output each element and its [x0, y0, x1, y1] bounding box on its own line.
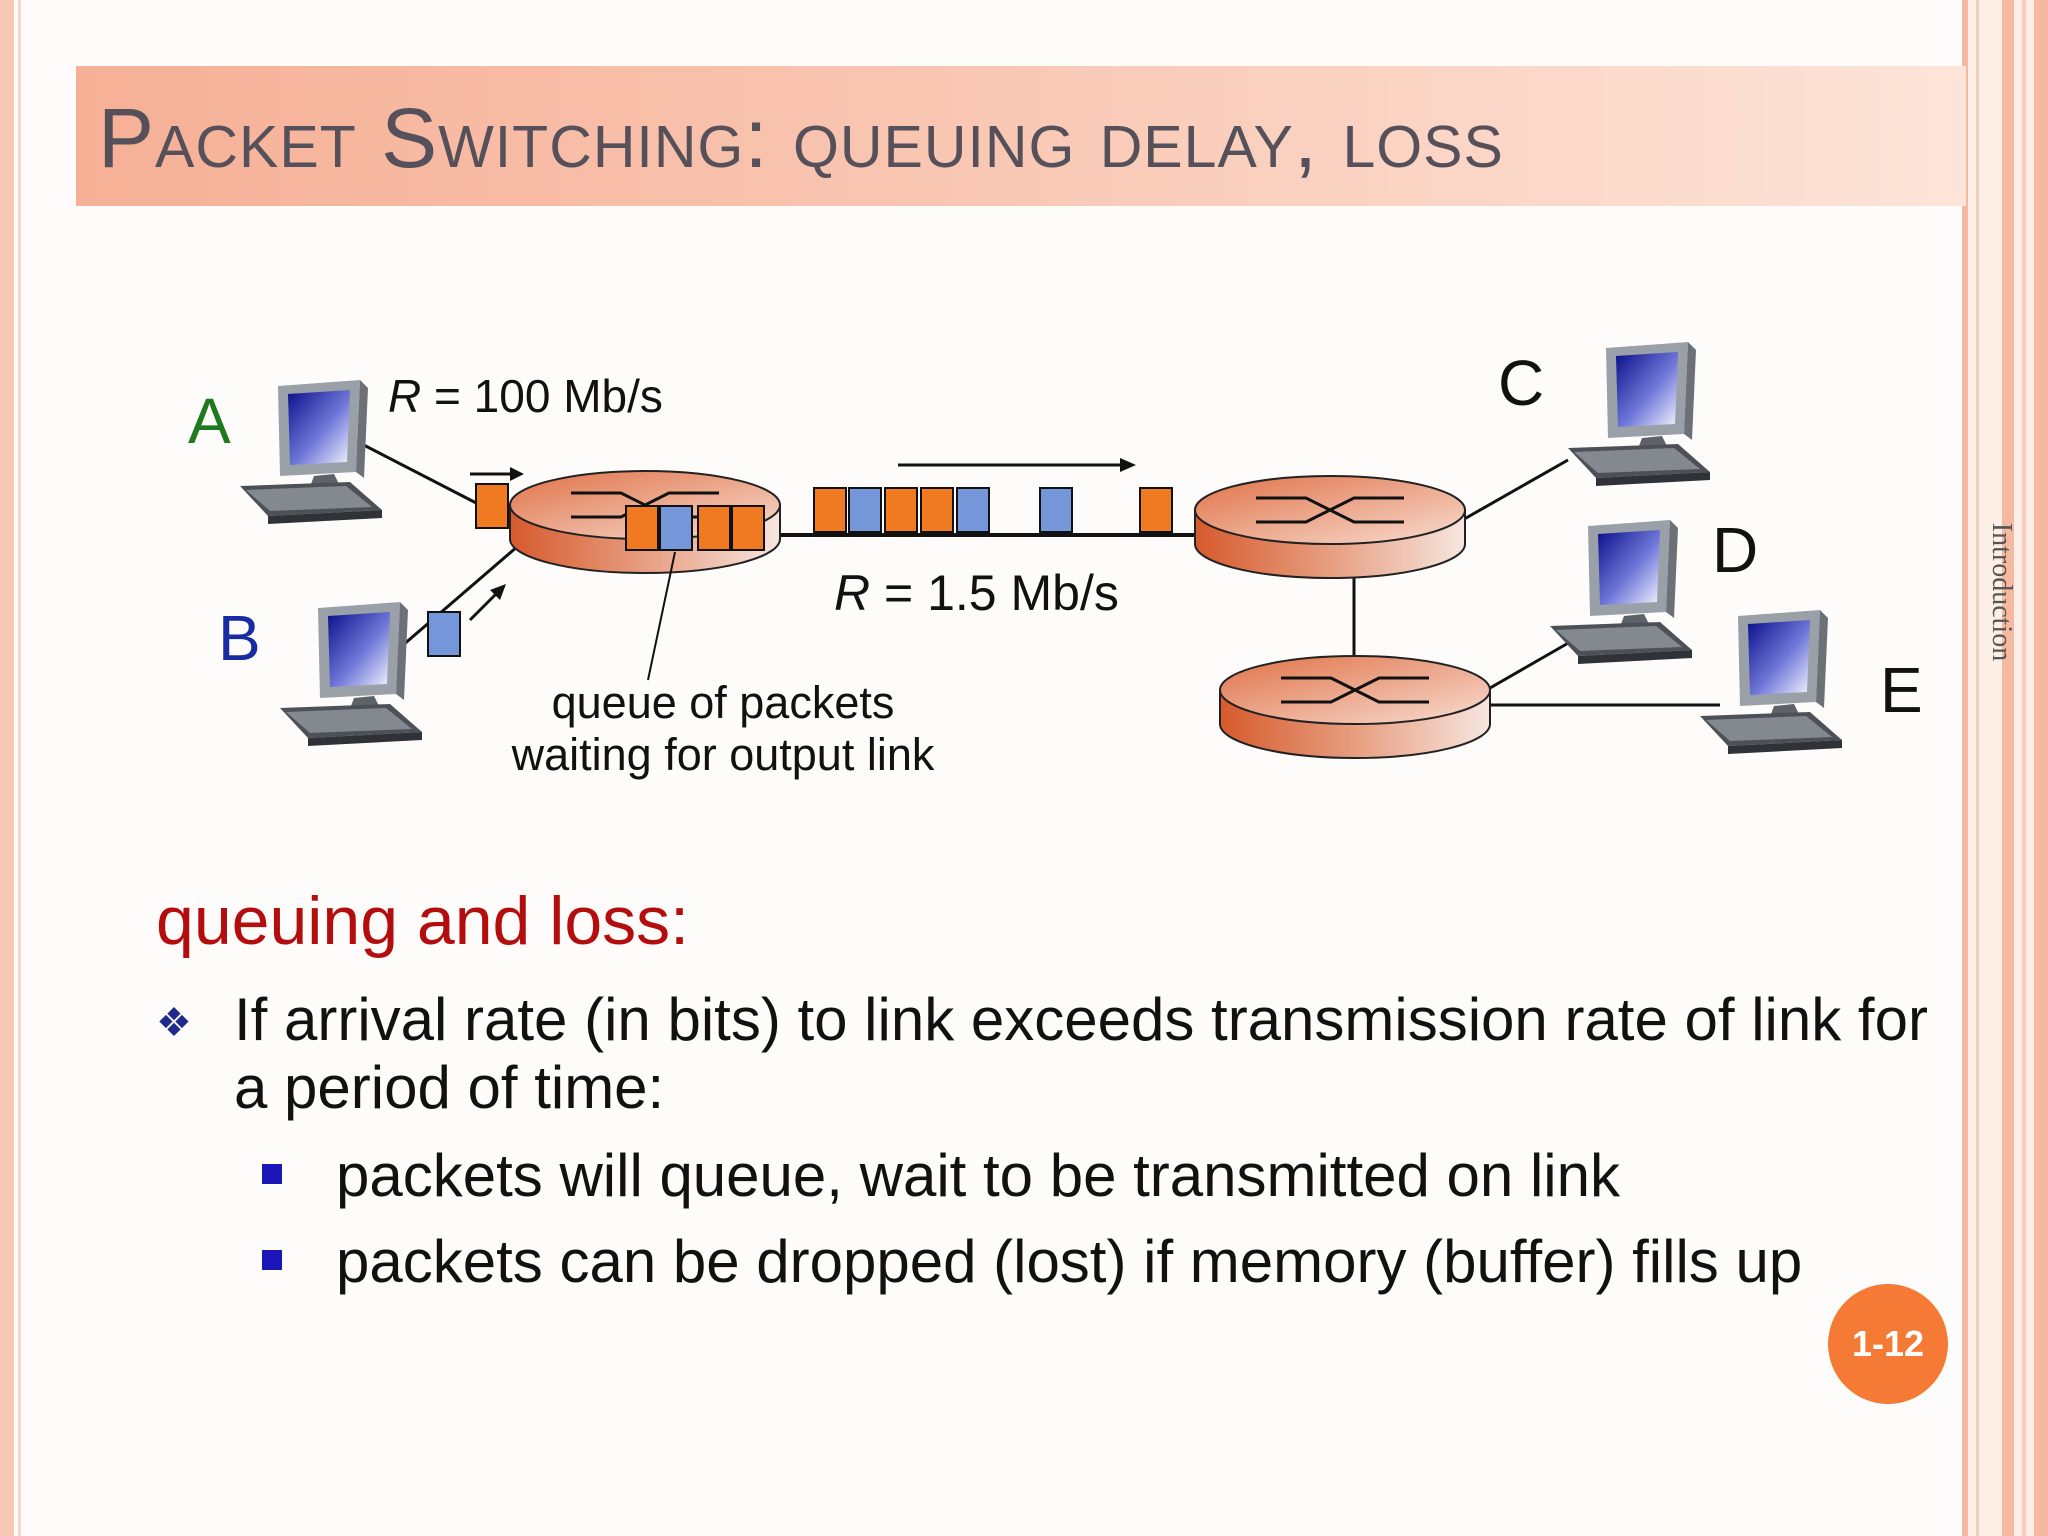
diamond-bullet-icon: ❖	[156, 1001, 192, 1045]
queue-pointer-line	[647, 551, 676, 681]
packet-a-incoming	[475, 483, 509, 529]
page-number-badge: 1-12	[1828, 1284, 1948, 1404]
host-e-label: E	[1880, 654, 1923, 726]
host-a-label: A	[188, 385, 231, 457]
output-rate-label: R = 1.5 Mb/s	[834, 565, 1119, 621]
host-a-computer-icon	[240, 380, 382, 524]
link-router3-d	[1489, 640, 1571, 690]
title-band	[76, 66, 1966, 206]
host-b-computer-icon	[280, 602, 422, 746]
packet-queue	[625, 505, 765, 551]
arrow-a-icon	[470, 467, 524, 481]
host-c-computer-icon	[1568, 342, 1710, 486]
square-bullet-icon	[262, 1250, 282, 1270]
router-right	[1193, 474, 1467, 580]
arrow-b-icon	[468, 584, 506, 622]
left-border-line	[18, 0, 21, 1536]
slide-title: Packet Switching: queuing delay, loss	[98, 91, 1504, 185]
host-d-label: D	[1712, 514, 1758, 586]
arrow-output-icon	[898, 458, 1136, 472]
packet-b-incoming	[427, 611, 461, 657]
packets-on-output-link	[813, 487, 1173, 533]
sub-bullet-text: packets will queue, wait to be transmitt…	[336, 1142, 1620, 1209]
bullet-text: If arrival rate (in bits) to link exceed…	[234, 986, 1928, 1121]
host-c-label: C	[1498, 347, 1544, 419]
link-b-router	[387, 544, 519, 660]
queue-caption-line2: waiting for output link	[511, 729, 935, 780]
link-router2-c	[1458, 458, 1569, 524]
host-b-label: B	[218, 602, 261, 674]
router-bottom	[1218, 654, 1492, 760]
right-side-panel	[1962, 0, 2048, 1536]
queue-caption-line1: queue of packets	[552, 677, 895, 728]
sub-bullet-text: packets can be dropped (lost) if memory …	[336, 1228, 1803, 1295]
square-bullet-icon	[262, 1164, 282, 1184]
host-e-computer-icon	[1700, 610, 1842, 754]
host-d-computer-icon	[1550, 520, 1692, 664]
section-heading: queuing and loss:	[156, 883, 690, 959]
link-a-router	[355, 439, 483, 508]
access-rate-label: R = 100 Mb/s	[388, 370, 663, 422]
left-border-stripe	[0, 0, 14, 1536]
